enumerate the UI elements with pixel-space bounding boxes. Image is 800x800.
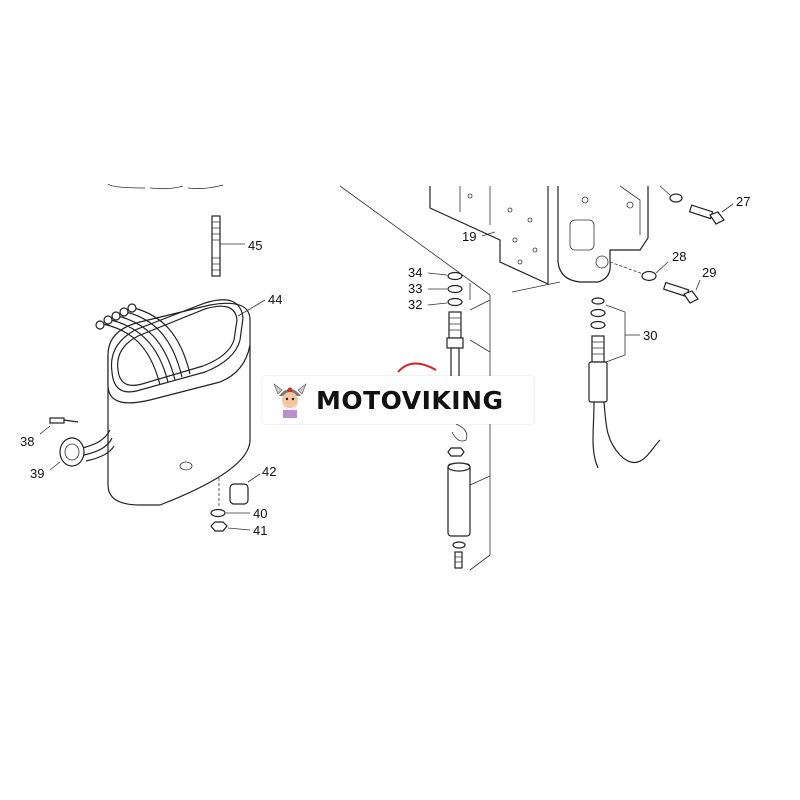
screw-part-38	[39, 417, 79, 435]
bolt-part-27	[659, 185, 734, 225]
callout-30: 30	[643, 328, 657, 343]
o-ring-part-32	[427, 297, 463, 307]
o-ring-part-33	[428, 284, 463, 294]
callout-28: 28	[672, 249, 686, 264]
rubber-mount-part-42	[229, 473, 261, 505]
wire-harness	[81, 303, 191, 462]
washer-part-28	[609, 261, 669, 282]
callout-44: 44	[268, 292, 282, 307]
callout-45: 45	[248, 238, 262, 253]
callout-27: 27	[736, 194, 750, 209]
callout-32: 32	[408, 297, 422, 312]
hose-part-30	[588, 297, 661, 469]
callout-40: 40	[253, 506, 267, 521]
watermark-banner: MOTOVIKING	[262, 376, 534, 424]
frame-outline	[339, 185, 561, 571]
callout-34: 34	[408, 265, 422, 280]
cropped-fragments	[107, 183, 224, 190]
callout-38: 38	[20, 434, 34, 449]
o-ring-part-34	[427, 271, 463, 281]
grommet-part-39	[49, 437, 85, 471]
viking-mascot-icon	[273, 383, 307, 418]
callout-39: 39	[30, 466, 44, 481]
callout-42: 42	[262, 464, 276, 479]
callout-41: 41	[253, 523, 267, 538]
washer-part-40	[210, 508, 250, 518]
callout-29: 29	[702, 265, 716, 280]
bolt-part-29	[662, 279, 701, 304]
hose-fitting-assembly	[397, 311, 471, 569]
clamp-band-part-44	[110, 299, 266, 393]
brand-wordmark: MOTOVIKING	[316, 385, 504, 415]
callout-33: 33	[408, 281, 422, 296]
stud-part-45	[211, 215, 245, 277]
nut-part-41	[210, 521, 251, 532]
valve-block-part-19	[429, 185, 649, 285]
callout-19: 19	[462, 229, 476, 244]
